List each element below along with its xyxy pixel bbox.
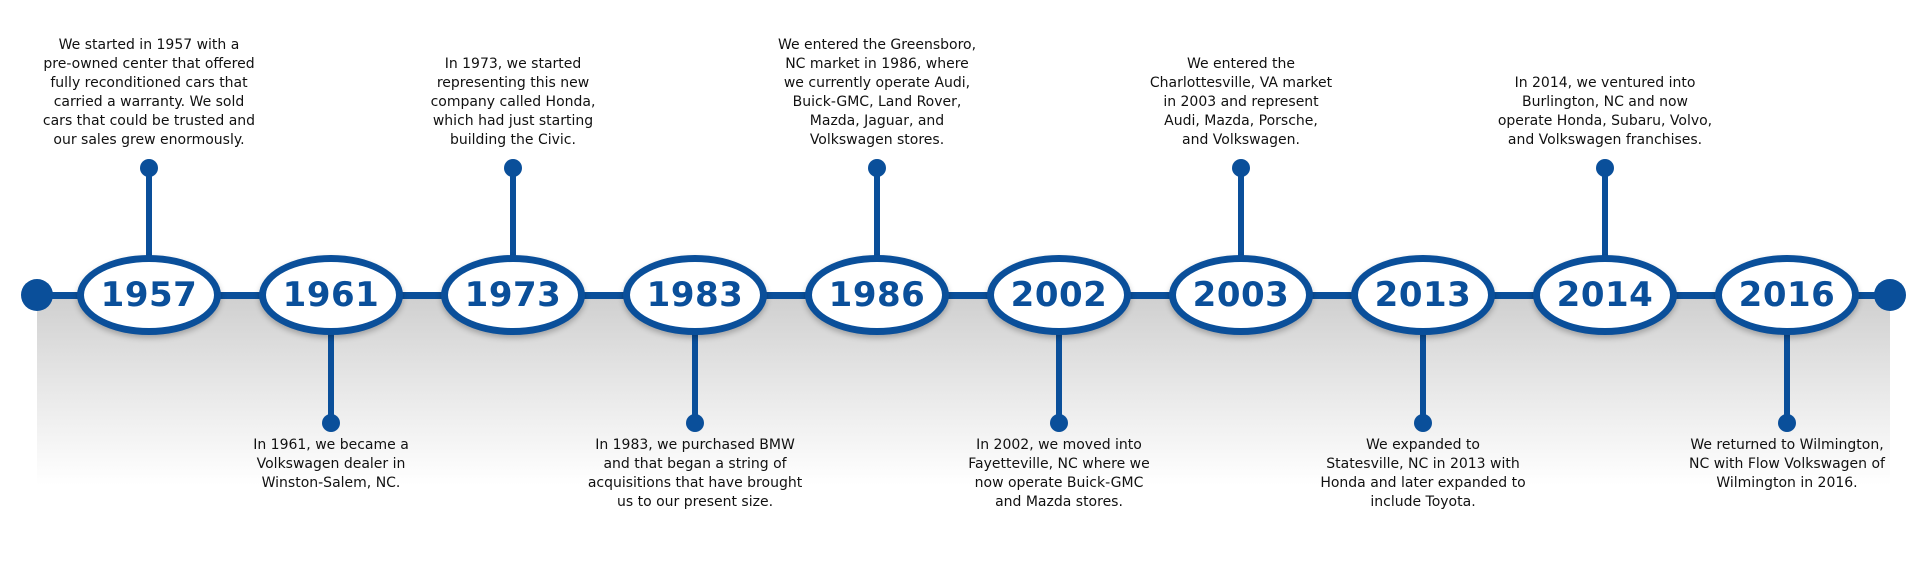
event-dot-2016 bbox=[1778, 414, 1796, 432]
event-dot-1957 bbox=[140, 159, 158, 177]
event-dot-1986 bbox=[868, 159, 886, 177]
year-node-1973: 1973 bbox=[441, 255, 585, 335]
timeline-start-dot bbox=[21, 279, 53, 311]
event-dot-2003 bbox=[1232, 159, 1250, 177]
year-label: 1983 bbox=[646, 275, 744, 315]
year-node-2002: 2002 bbox=[987, 255, 1131, 335]
year-label: 1961 bbox=[282, 275, 380, 315]
event-stem-2003 bbox=[1238, 168, 1244, 256]
year-label: 2016 bbox=[1738, 275, 1836, 315]
year-label: 2014 bbox=[1556, 275, 1654, 315]
year-node-2016: 2016 bbox=[1715, 255, 1859, 335]
event-description-1983: In 1983, we purchased BMW and that began… bbox=[587, 437, 803, 510]
event-stem-2013 bbox=[1420, 334, 1426, 424]
event-dot-2013 bbox=[1414, 414, 1432, 432]
event-stem-1983 bbox=[692, 334, 698, 424]
year-label: 1973 bbox=[464, 275, 562, 315]
event-dot-1973 bbox=[504, 159, 522, 177]
event-stem-1957 bbox=[146, 168, 152, 256]
year-node-1961: 1961 bbox=[259, 255, 403, 335]
year-node-2013: 2013 bbox=[1351, 255, 1495, 335]
year-node-1983: 1983 bbox=[623, 255, 767, 335]
event-description-1957: We started in 1957 with a pre-owned cent… bbox=[42, 37, 256, 148]
year-label: 2013 bbox=[1374, 275, 1472, 315]
event-description-2013: We expanded to Statesville, NC in 2013 w… bbox=[1320, 437, 1526, 510]
event-description-1986: We entered the Greensboro, NC market in … bbox=[777, 37, 977, 148]
event-description-1973: In 1973, we started representing this ne… bbox=[430, 56, 596, 148]
event-stem-1973 bbox=[510, 168, 516, 256]
event-description-2002: In 2002, we moved into Fayetteville, NC … bbox=[968, 437, 1150, 510]
timeline-end-dot bbox=[1874, 279, 1906, 311]
year-node-2014: 2014 bbox=[1533, 255, 1677, 335]
event-dot-2014 bbox=[1596, 159, 1614, 177]
year-label: 2002 bbox=[1010, 275, 1108, 315]
event-stem-1986 bbox=[874, 168, 880, 256]
event-description-2016: We returned to Wilmington, NC with Flow … bbox=[1689, 437, 1885, 491]
timeline-axis bbox=[37, 292, 1890, 299]
event-stem-1961 bbox=[328, 334, 334, 424]
event-description-1961: In 1961, we became a Volkswagen dealer i… bbox=[253, 437, 409, 491]
event-dot-1983 bbox=[686, 414, 704, 432]
year-node-2003: 2003 bbox=[1169, 255, 1313, 335]
year-node-1986: 1986 bbox=[805, 255, 949, 335]
event-dot-2002 bbox=[1050, 414, 1068, 432]
event-description-2003: We entered the Charlottesville, VA marke… bbox=[1149, 56, 1333, 148]
year-label: 1957 bbox=[100, 275, 198, 315]
year-label: 1986 bbox=[828, 275, 926, 315]
event-description-2014: In 2014, we ventured into Burlington, NC… bbox=[1497, 75, 1713, 148]
event-stem-2002 bbox=[1056, 334, 1062, 424]
year-label: 2003 bbox=[1192, 275, 1290, 315]
event-stem-2016 bbox=[1784, 334, 1790, 424]
year-node-1957: 1957 bbox=[77, 255, 221, 335]
event-stem-2014 bbox=[1602, 168, 1608, 256]
event-dot-1961 bbox=[322, 414, 340, 432]
